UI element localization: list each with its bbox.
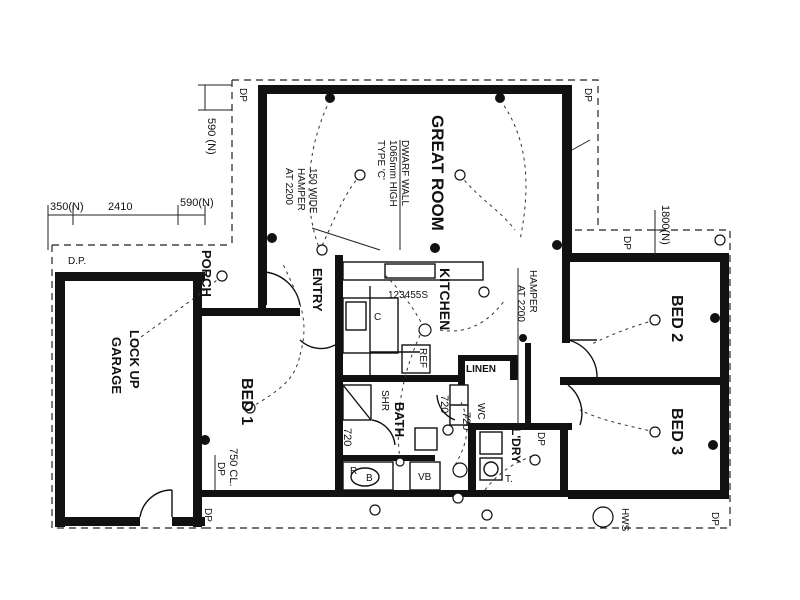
- note-hamper-right-1: HAMPER: [527, 270, 538, 313]
- note-dp-1: DP: [237, 88, 248, 102]
- note-dp-7: DP: [709, 512, 720, 526]
- note-wc: WC: [475, 403, 486, 420]
- note-dwarf-type: TYPE 'C': [375, 140, 386, 180]
- note-dp-4: D.P.: [68, 256, 86, 267]
- label-entry: ENTRY: [310, 268, 325, 312]
- doors: [139, 271, 598, 518]
- note-dp-8: DP: [535, 432, 546, 446]
- dimension-lines: [47, 84, 662, 490]
- dim-720-bath: 720: [341, 428, 353, 446]
- note-dp-5: DP: [215, 462, 226, 476]
- room-labels: GREAT ROOM KITCHEN ENTRY PORCH BED 1 BED…: [109, 115, 685, 463]
- label-great-room: GREAT ROOM: [428, 115, 447, 231]
- note-hamper-left-2: HAMPER: [295, 168, 306, 211]
- label-bath: BATH: [392, 402, 407, 437]
- label-kitchen: KITCHEN: [437, 268, 453, 330]
- note-dp-6: DP: [202, 508, 213, 522]
- note-dwarf-height: 1065mm HIGH: [387, 140, 398, 207]
- note-vb: VB: [418, 472, 432, 483]
- note-hamper-right-2: AT 2200: [515, 285, 526, 322]
- dimension-labels: 350(N) 2410 590(N) 590 (N) 1800(N) 720 7…: [50, 118, 671, 487]
- note-dp-2: DP: [582, 88, 593, 102]
- power-outlets: [200, 93, 720, 450]
- note-hws: HWS: [619, 508, 630, 532]
- dim-1800: 1800(N): [659, 205, 671, 245]
- note-kitchen-code: 123455S: [388, 290, 428, 301]
- label-linen: LINEN: [466, 364, 496, 375]
- note-shr: SHR: [379, 390, 390, 411]
- label-laundry: L'DRY: [509, 428, 523, 463]
- label-bed2: BED 2: [668, 295, 685, 342]
- label-garage-line1: LOCK UP: [127, 330, 142, 389]
- label-bed1: BED 1: [238, 378, 255, 425]
- dim-720-hall: 720: [438, 395, 450, 413]
- plan-notes: DWARF WALL 1065mm HIGH TYPE 'C' 150 WIDE…: [68, 88, 720, 532]
- dim-750: 750 CL.: [227, 448, 239, 487]
- note-r: R: [350, 466, 357, 477]
- note-b: B: [366, 473, 373, 484]
- note-dwarf-wall: DWARF WALL: [399, 140, 410, 206]
- note-hamper-left-1: 150 WIDE: [307, 168, 318, 214]
- dim-2410: 2410: [108, 201, 132, 213]
- label-porch: PORCH: [199, 250, 214, 297]
- note-c: C: [374, 312, 381, 323]
- dim-590-top: 590(N): [180, 197, 214, 209]
- joinery: [342, 261, 503, 491]
- dim-350: 350(N): [50, 201, 84, 213]
- dim-720-wc: 720: [460, 412, 472, 430]
- note-hamper-left-3: AT 2200: [283, 168, 294, 205]
- leader-arrows: [311, 139, 591, 425]
- dim-590-side: 590 (N): [205, 118, 217, 155]
- label-bed3: BED 3: [668, 408, 685, 455]
- note-ref: REF: [417, 348, 428, 368]
- light-points: [216, 169, 726, 528]
- label-garage-line2: GARAGE: [109, 337, 124, 394]
- note-dp-3: DP: [621, 236, 632, 250]
- note-tr: T.: [505, 474, 513, 485]
- walls: [55, 85, 729, 527]
